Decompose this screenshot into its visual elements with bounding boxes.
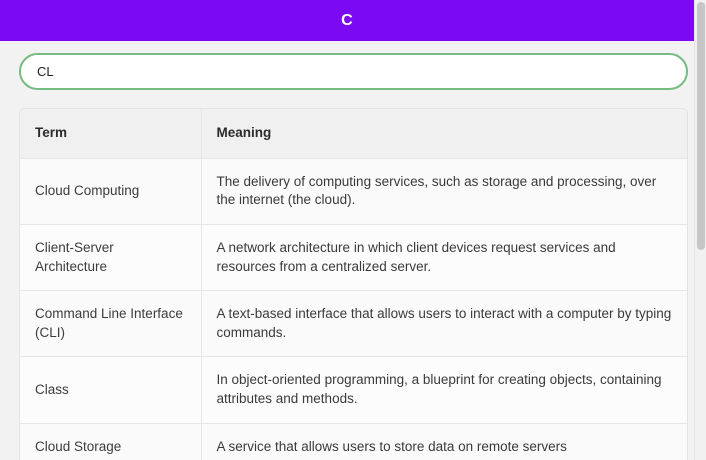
search-field-container (19, 53, 688, 90)
cell-meaning: A service that allows users to store dat… (201, 423, 687, 460)
table-header: Term Meaning (20, 109, 687, 159)
column-header-meaning: Meaning (201, 109, 687, 159)
cell-meaning: A text-based interface that allows users… (201, 290, 687, 358)
cell-term: Class (20, 356, 202, 424)
search-input[interactable] (19, 53, 688, 90)
app-header-bar: C (0, 0, 694, 41)
column-header-term: Term (20, 109, 202, 159)
table-row: Cloud Storage A service that allows user… (20, 423, 687, 460)
table-row: Client-Server Architecture A network arc… (20, 224, 687, 292)
cell-term: Client-Server Architecture (20, 224, 202, 292)
page-title: C (341, 11, 353, 29)
cell-meaning: In object-oriented programming, a bluepr… (201, 356, 687, 424)
table-header-row: Term Meaning (20, 109, 687, 159)
cell-term: Cloud Storage (20, 423, 202, 460)
table-body: Cloud Computing The delivery of computin… (20, 158, 687, 460)
table-row: Class In object-oriented programming, a … (20, 356, 687, 424)
table-row: Command Line Interface (CLI) A text-base… (20, 290, 687, 358)
cell-meaning: The delivery of computing services, such… (201, 158, 687, 225)
table-row: Cloud Computing The delivery of computin… (20, 158, 687, 225)
glossary-table: Term Meaning Cloud Computing The deliver… (20, 109, 687, 460)
glossary-table-container: Term Meaning Cloud Computing The deliver… (19, 108, 688, 460)
cell-term: Cloud Computing (20, 158, 202, 225)
vertical-scrollbar[interactable] (694, 0, 706, 460)
cell-meaning: A network architecture in which client d… (201, 224, 687, 292)
cell-term: Command Line Interface (CLI) (20, 290, 202, 358)
scrollbar-thumb[interactable] (697, 2, 705, 250)
